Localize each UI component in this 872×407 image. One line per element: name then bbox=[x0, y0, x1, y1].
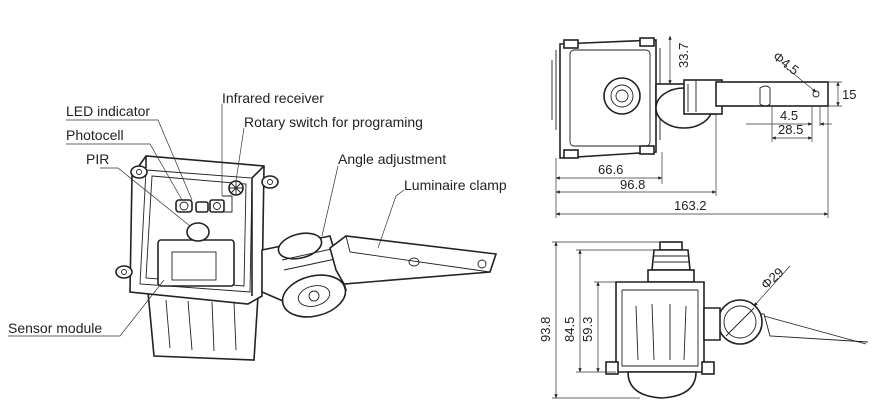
callout-leaders bbox=[8, 104, 405, 337]
dim-59-3: 59.3 bbox=[580, 317, 595, 342]
dim-93-8: 93.8 bbox=[538, 317, 553, 342]
dim-phi-29: Φ29 bbox=[758, 264, 786, 292]
isometric-sensor-view bbox=[115, 155, 498, 361]
label-led-indicator: LED indicator bbox=[66, 103, 150, 119]
label-infrared-receiver: Infrared receiver bbox=[222, 90, 324, 106]
dim-163-2: 163.2 bbox=[674, 198, 707, 213]
label-pir: PIR bbox=[86, 151, 109, 167]
label-rotary-switch: Rotary switch for programing bbox=[244, 114, 423, 130]
dim-33-7: 33.7 bbox=[676, 43, 691, 68]
dim-4-5: 4.5 bbox=[780, 108, 798, 123]
label-angle-adjustment: Angle adjustment bbox=[338, 151, 446, 167]
top-view-drawing bbox=[551, 37, 829, 159]
dim-66-6: 66.6 bbox=[598, 162, 623, 177]
dim-15: 15 bbox=[842, 87, 856, 102]
label-luminaire-clamp: Luminaire clamp bbox=[404, 177, 507, 193]
dim-phi-4-5: Φ4.5 bbox=[770, 49, 802, 78]
label-photocell: Photocell bbox=[66, 127, 124, 143]
side-view-dimensions: Φ29 93.8 84.5 59.3 bbox=[538, 241, 791, 399]
dim-84-5: 84.5 bbox=[562, 317, 577, 342]
dim-28-5: 28.5 bbox=[778, 122, 803, 137]
callout-labels: LED indicator Infrared receiver Photocel… bbox=[8, 90, 507, 336]
label-sensor-module: Sensor module bbox=[8, 320, 102, 336]
dim-96-8: 96.8 bbox=[620, 177, 645, 192]
side-view-drawing bbox=[605, 241, 869, 399]
